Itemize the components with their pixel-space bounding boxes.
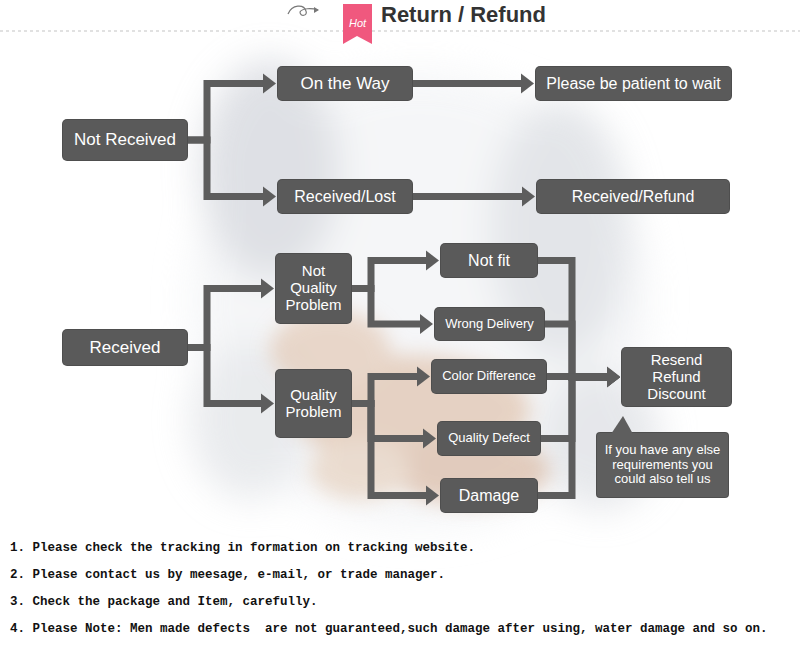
arrow-head — [263, 74, 276, 94]
box-text: Not fit — [468, 252, 510, 270]
process-box: Resend Refund Discount — [622, 348, 731, 406]
process-box: On the Way — [278, 67, 412, 100]
arrow-head — [423, 429, 436, 449]
callout-tail-shape — [611, 416, 633, 434]
swirl-icon — [288, 6, 318, 15]
box-text: Resend Refund Discount — [632, 352, 721, 402]
process-box: Quality Defect — [438, 422, 540, 455]
box-text: Wrong Delivery — [445, 317, 534, 332]
diagram-title: Return / Refund — [381, 2, 546, 28]
flow-arrow — [351, 404, 439, 506]
process-box: Color Difference — [432, 360, 546, 393]
arrow-head — [607, 367, 620, 387]
arrow-head — [261, 394, 274, 414]
arrow-head — [261, 279, 274, 299]
note-line: 4. Please Note: Men made defects are not… — [10, 622, 768, 636]
arrow-head — [417, 367, 430, 387]
callout-tail — [609, 416, 635, 434]
connector-line — [187, 348, 262, 404]
box-text: Damage — [459, 487, 519, 505]
arrow-head — [263, 187, 276, 207]
process-box: Quality Problem — [276, 370, 351, 437]
box-text: Color Difference — [442, 369, 536, 384]
hot-tag — [343, 4, 372, 44]
box-text: Quality Defect — [448, 431, 530, 446]
connector-line — [187, 140, 264, 197]
arrow-head — [522, 187, 535, 207]
process-box: Not Received — [63, 120, 187, 160]
divider-line — [0, 30, 800, 32]
flow-arrow — [351, 404, 436, 449]
process-box: Not fit — [441, 244, 537, 277]
connector-line — [544, 324, 608, 377]
box-text: Please be patient to wait — [546, 75, 720, 93]
arrow-head — [607, 367, 620, 387]
flow-arrow — [187, 348, 274, 414]
connector-line — [351, 404, 424, 439]
connector-line — [412, 80, 522, 87]
flow-arrow — [412, 74, 534, 94]
process-box: Not Quality Problem — [276, 254, 351, 323]
flow-arrow — [412, 187, 535, 207]
process-box: Received/Lost — [278, 180, 412, 213]
box-text: Received/Refund — [572, 188, 695, 206]
process-box: Received — [63, 330, 187, 365]
connector-line — [537, 261, 608, 378]
box-text: Received — [90, 338, 161, 357]
process-box: Received/Refund — [537, 180, 729, 213]
box-text: Quality Problem — [280, 387, 347, 421]
connector-line — [412, 193, 523, 200]
arrow-head — [607, 367, 620, 387]
flow-arrow — [537, 261, 620, 388]
connector-line — [351, 377, 418, 404]
swirl-arrowhead — [314, 7, 319, 13]
flow-arrow — [187, 140, 276, 207]
box-text: Received/Lost — [294, 188, 395, 206]
arrow-head — [426, 251, 439, 271]
callout-bubble: If you have any else requirements you co… — [597, 433, 728, 497]
note-line: 1. Please check the tracking in formatio… — [10, 541, 475, 555]
process-box: Wrong Delivery — [435, 308, 544, 340]
arrow-head — [607, 367, 620, 387]
note-line: 3. Check the package and Item, carefully… — [10, 595, 318, 609]
box-text: Not Quality Problem — [280, 263, 347, 313]
connector-line — [351, 261, 427, 289]
process-box: Damage — [441, 479, 537, 512]
process-box: Please be patient to wait — [536, 67, 731, 100]
flow-arrow — [187, 279, 274, 348]
arrow-head — [607, 367, 620, 387]
flow-arrow — [351, 367, 430, 404]
note-line: 2. Please contact us by meesage, e-mail,… — [10, 568, 445, 582]
flow-arrow — [351, 289, 433, 335]
connector-line — [351, 289, 421, 325]
flow-arrow — [351, 251, 439, 289]
flow-arrow — [187, 74, 276, 141]
connector-line — [351, 404, 427, 496]
arrow-head — [420, 314, 433, 334]
box-text: On the Way — [300, 74, 389, 93]
connector-line — [187, 289, 262, 348]
connector-line — [187, 84, 264, 141]
box-text: Not Received — [74, 130, 176, 149]
arrow-head — [521, 74, 534, 94]
tag-text: Hot — [346, 17, 369, 29]
box-text: If you have any else requirements you co… — [603, 443, 722, 487]
arrow-head — [426, 486, 439, 506]
